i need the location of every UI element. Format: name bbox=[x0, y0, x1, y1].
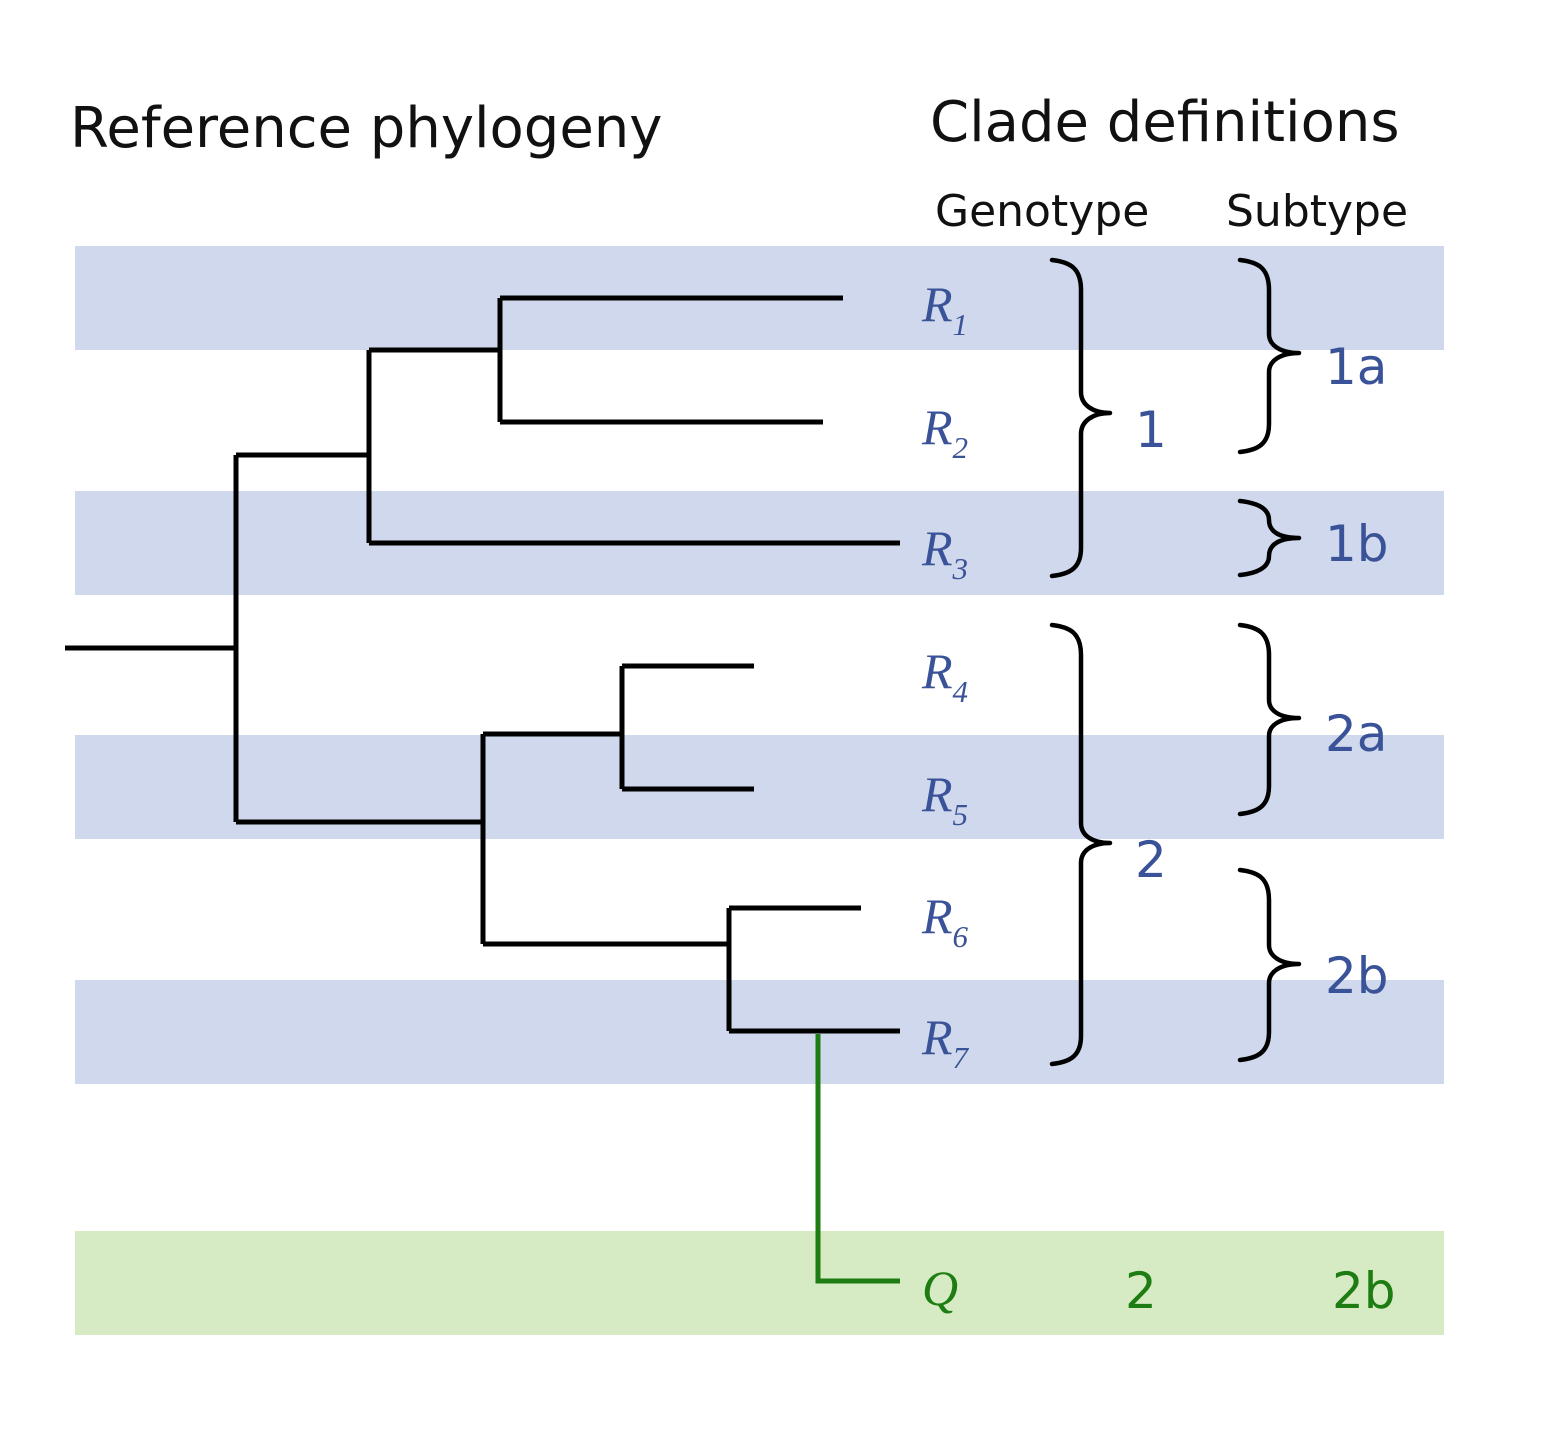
genotype-1-label: 1 bbox=[1135, 401, 1167, 459]
leaf-label-r7: R7 bbox=[921, 1009, 970, 1075]
leaf-label-r4: R4 bbox=[921, 643, 968, 709]
subtype-1a-label: 1a bbox=[1325, 338, 1387, 396]
leaf-label-r2: R2 bbox=[921, 399, 968, 465]
query-genotype-label: 2 bbox=[1125, 1262, 1157, 1320]
band-query bbox=[75, 1231, 1444, 1335]
leaf-label-r6: R6 bbox=[921, 888, 969, 954]
leaf-labels: R1 R2 R3 R4 R5 R6 R7 Q bbox=[921, 276, 970, 1316]
clade-definitions-title: Clade definitions bbox=[930, 90, 1400, 155]
genotype-2-label: 2 bbox=[1135, 831, 1167, 889]
query-placement bbox=[815, 1034, 900, 1284]
subtype-2a-label: 2a bbox=[1325, 705, 1387, 763]
leaf-label-r3: R3 bbox=[921, 520, 968, 586]
genotype-2-brace bbox=[1049, 622, 1113, 1067]
reference-tree bbox=[65, 295, 900, 1034]
subtype-1a-brace bbox=[1237, 257, 1302, 455]
subtype-header: Subtype bbox=[1226, 186, 1408, 237]
subtype-braces bbox=[1237, 257, 1302, 1063]
leaf-label-r1: R1 bbox=[921, 276, 968, 342]
leaf-label-query: Q bbox=[922, 1260, 958, 1316]
reference-phylogeny-title: Reference phylogeny bbox=[70, 96, 662, 161]
subtype-2b-brace bbox=[1237, 867, 1302, 1063]
query-branch bbox=[815, 1034, 900, 1284]
subtype-2a-brace bbox=[1237, 622, 1302, 817]
query-subtype-label: 2b bbox=[1332, 1262, 1396, 1320]
subtype-1b-brace bbox=[1237, 498, 1302, 578]
clade-labels: 1 2 1a 1b 2a 2b 2 2b bbox=[1125, 338, 1396, 1320]
genotype-braces bbox=[1049, 257, 1113, 1067]
genotype-header: Genotype bbox=[935, 186, 1149, 237]
genotype-1-brace bbox=[1049, 257, 1113, 579]
subtype-1b-label: 1b bbox=[1325, 515, 1389, 573]
leaf-label-r5: R5 bbox=[921, 766, 968, 832]
subtype-2b-label: 2b bbox=[1325, 947, 1389, 1005]
background-bands bbox=[75, 246, 1444, 1335]
